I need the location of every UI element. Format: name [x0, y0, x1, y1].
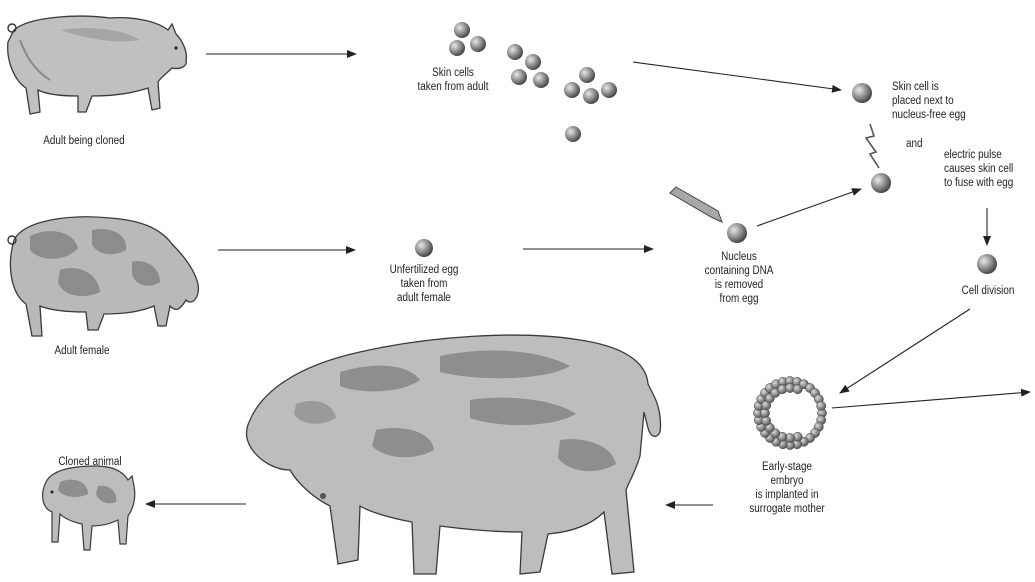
label-nucleus-removed: Nucleus containing DNA is removed from e…: [688, 250, 789, 306]
enucleated-egg-cell-icon: [727, 223, 747, 243]
surrogate-pig-icon: [247, 335, 661, 574]
arrow-division-to-embryo: [840, 309, 970, 393]
adult-pig-icon: [8, 16, 187, 114]
dividing-cell-icon: [977, 254, 997, 274]
arrow-egg-to-fusion: [757, 189, 861, 226]
arrow-embryo-offpage: [832, 392, 1030, 408]
embryo-bead: [817, 401, 826, 410]
label-cell-division: Cell division: [952, 284, 1024, 298]
label-cloned-animal: Cloned animal: [45, 455, 134, 469]
fused-cell-icon: [871, 173, 891, 193]
embryo-icon: [753, 376, 826, 449]
arrow-skin-cells-to-skin-cell: [633, 62, 841, 90]
label-embryo: Early-stage embryo is implanted in surro…: [736, 460, 837, 516]
pipette-icon: [670, 187, 722, 222]
cloned-piglet-icon: [43, 466, 135, 550]
female-pig-icon: [8, 217, 198, 336]
embryo-bead: [793, 385, 802, 394]
label-unfertilized-egg: Unfertilized egg taken from adult female: [371, 263, 478, 305]
label-skin-cells: Skin cells taken from adult: [397, 66, 509, 94]
lightning-icon: [866, 124, 879, 168]
skin-cell-icon: [852, 83, 872, 103]
label-and: and: [906, 137, 932, 151]
unfertilized-egg-cell-icon: [415, 239, 433, 257]
label-skin-cell-placed: Skin cell is placed next to nucleus-free…: [892, 80, 995, 122]
label-adult-female: Adult female: [48, 344, 117, 358]
label-electric-pulse: electric pulse causes skin cell to fuse …: [944, 148, 1030, 190]
label-adult-being-cloned: Adult being cloned: [31, 134, 138, 148]
